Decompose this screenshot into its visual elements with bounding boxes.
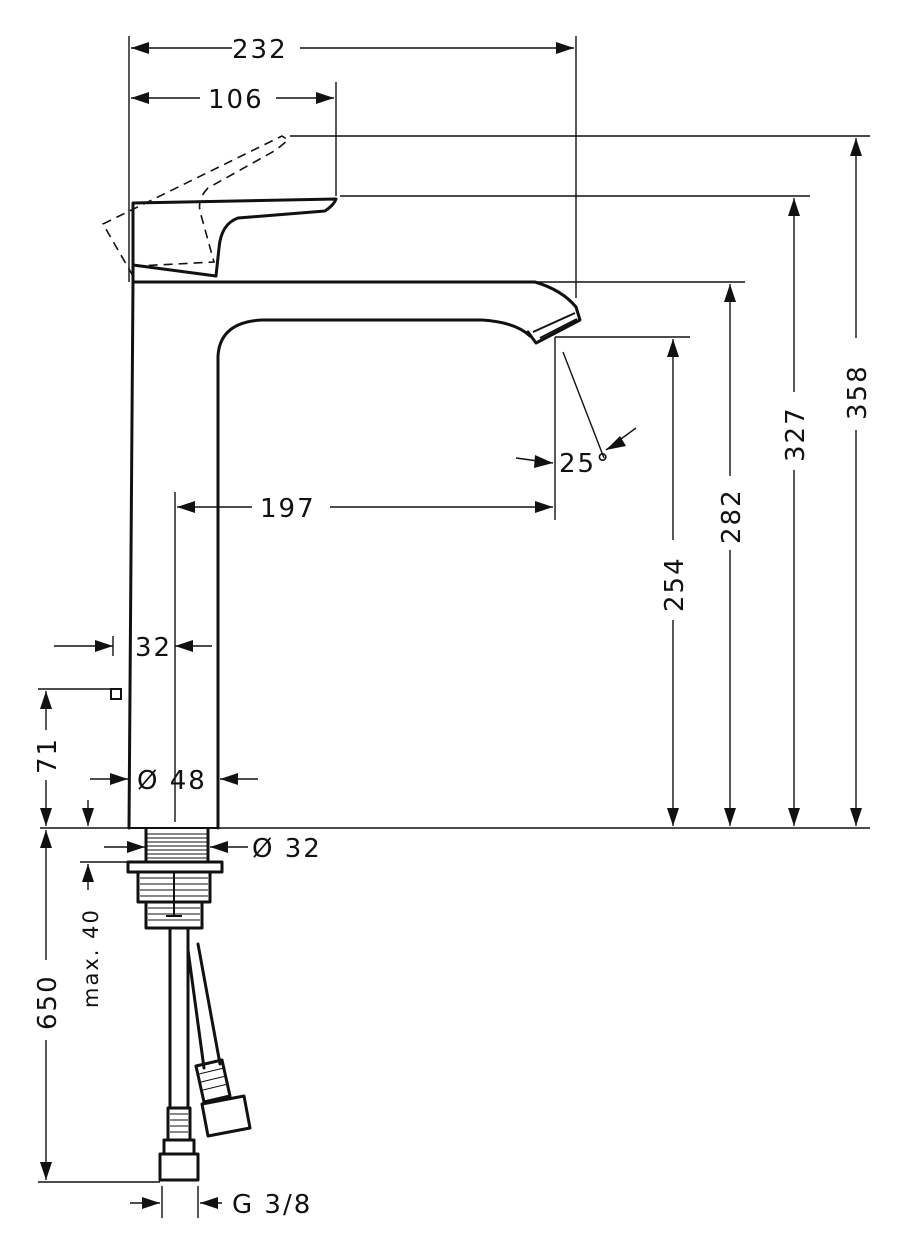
dimension-254: 254: [660, 339, 690, 826]
dimension-32-popup: 32: [54, 633, 212, 663]
dimension-232-label: 232: [232, 35, 288, 65]
dimension-254-label: 254: [660, 556, 690, 612]
lever-handle: [131, 197, 338, 284]
threaded-shank: [144, 827, 210, 863]
dimension-106: 106: [131, 85, 334, 115]
faucet-body: [127, 280, 578, 830]
dimension-diameter-32-label: Ø 32: [252, 834, 322, 864]
dimension-angle: 25°: [515, 427, 637, 479]
dimension-358-label: 358: [843, 364, 873, 420]
supply-hose-straight: [158, 926, 200, 1182]
dimension-197: 197: [177, 494, 553, 524]
aerator: [526, 305, 582, 345]
extension-lines: [38, 36, 870, 1218]
dimension-650: 650: [33, 830, 63, 1180]
dimension-106-label: 106: [208, 85, 264, 115]
dimension-327-label: 327: [781, 406, 811, 462]
dimension-232: 232: [131, 35, 574, 65]
dimension-diameter-48: Ø 48: [90, 766, 258, 796]
dimension-max-40-label: max. 40: [79, 908, 103, 1008]
dimension-angle-label: 25°: [559, 449, 611, 479]
dimension-71-label: 71: [33, 737, 63, 774]
popup-rod: [110, 688, 122, 700]
dimension-diameter-48-label: Ø 48: [137, 766, 207, 796]
dimension-327: 327: [781, 198, 811, 826]
dimension-358: 358: [843, 138, 873, 826]
dimension-650-label: 650: [33, 974, 63, 1030]
dimension-197-label: 197: [260, 494, 316, 524]
dimension-32-popup-label: 32: [135, 633, 172, 663]
dimension-g38-label: G 3/8: [232, 1190, 312, 1220]
dimension-282-label: 282: [717, 488, 747, 544]
supply-hose-angled: [186, 942, 252, 1138]
dimension-71: 71: [33, 691, 63, 826]
dimension-diameter-32: Ø 32: [104, 834, 322, 864]
mounting-nut: [126, 860, 224, 930]
dimension-282: 282: [717, 284, 747, 826]
dimension-g38: G 3/8: [130, 1190, 312, 1220]
dimension-max-40: max. 40: [79, 800, 103, 1008]
lever-handle-raised: [101, 135, 290, 277]
